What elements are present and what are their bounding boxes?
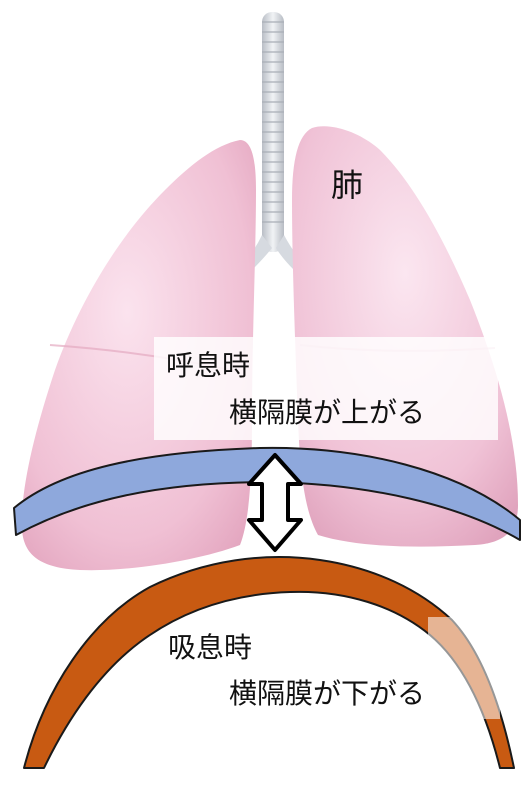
exhale-title: 呼息時 bbox=[166, 344, 250, 384]
inhale-label-background bbox=[428, 617, 500, 719]
inhale-title: 吸息時 bbox=[168, 626, 252, 666]
exhale-description: 横隔膜が上がる bbox=[229, 391, 425, 431]
lung-label: 肺 bbox=[331, 160, 363, 206]
inhale-description: 横隔膜が下がる bbox=[229, 672, 425, 712]
